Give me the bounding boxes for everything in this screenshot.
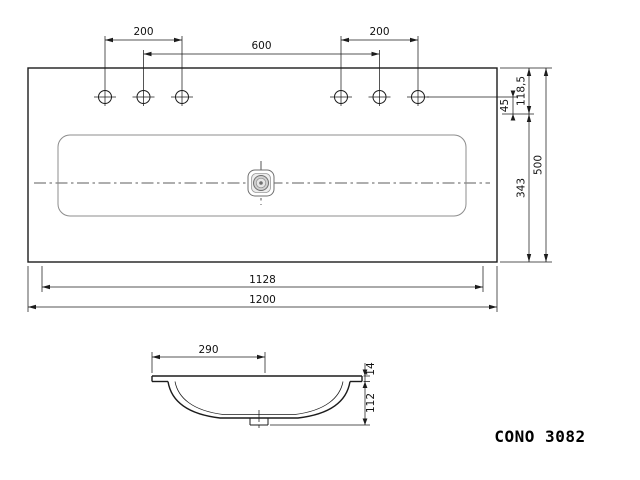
product-title: CONO 3082 — [494, 427, 585, 446]
dim-343: 343 — [516, 114, 532, 262]
tap-hole-2 — [132, 90, 155, 104]
dim-label-600: 600 — [251, 40, 271, 52]
dim-1200: 1200 — [28, 294, 497, 310]
bowl-outer-surface — [167, 381, 351, 419]
dim-14: 14 — [362, 362, 377, 425]
tap-hole-1 — [94, 90, 116, 104]
bowl-profile — [167, 381, 351, 419]
dim-290: 290 — [151, 344, 266, 373]
drain-center-dot — [259, 181, 263, 185]
bowl-inner-surface — [174, 381, 344, 415]
dim-label-200-left: 200 — [133, 26, 153, 38]
dim-600: 600 — [143, 40, 380, 57]
dim-label-112: 112 — [365, 393, 377, 413]
bowl-outline — [57, 134, 467, 217]
tap-hole-6 — [407, 90, 429, 104]
drain-stub — [249, 418, 269, 426]
tap-hole-3 — [171, 90, 193, 104]
basin-outline — [27, 67, 498, 263]
dim-label-1200: 1200 — [249, 294, 276, 306]
dim-45: 45 — [499, 90, 516, 121]
dim-label-14: 14 — [365, 362, 377, 376]
section-view: 290 14 112 — [151, 344, 377, 431]
dim-200-right: 200 — [341, 26, 418, 43]
dim-label-290: 290 — [198, 344, 218, 356]
dim-200-left: 200 — [105, 26, 182, 43]
section-right-extension-lines — [270, 375, 370, 426]
rim-slab — [151, 375, 363, 383]
dim-118-5: 118,5 — [516, 68, 532, 114]
dim-500: 500 — [533, 68, 549, 262]
dim-label-500: 500 — [533, 155, 545, 175]
dim-label-1128: 1128 — [249, 274, 276, 286]
right-extension-lines — [427, 67, 552, 263]
tap-hole-5 — [368, 90, 391, 104]
tap-holes — [94, 90, 429, 104]
dim-label-45: 45 — [499, 99, 511, 112]
dim-label-200-right: 200 — [369, 26, 389, 38]
top-view: 200 600 200 45 118,5 — [27, 26, 552, 312]
dim-label-118-5: 118,5 — [516, 76, 528, 106]
tap-hole-4 — [330, 90, 352, 104]
dim-1128: 1128 — [42, 274, 483, 290]
dim-112: 112 — [362, 393, 377, 425]
waste-drain — [247, 169, 275, 197]
dim-label-343: 343 — [516, 178, 528, 198]
